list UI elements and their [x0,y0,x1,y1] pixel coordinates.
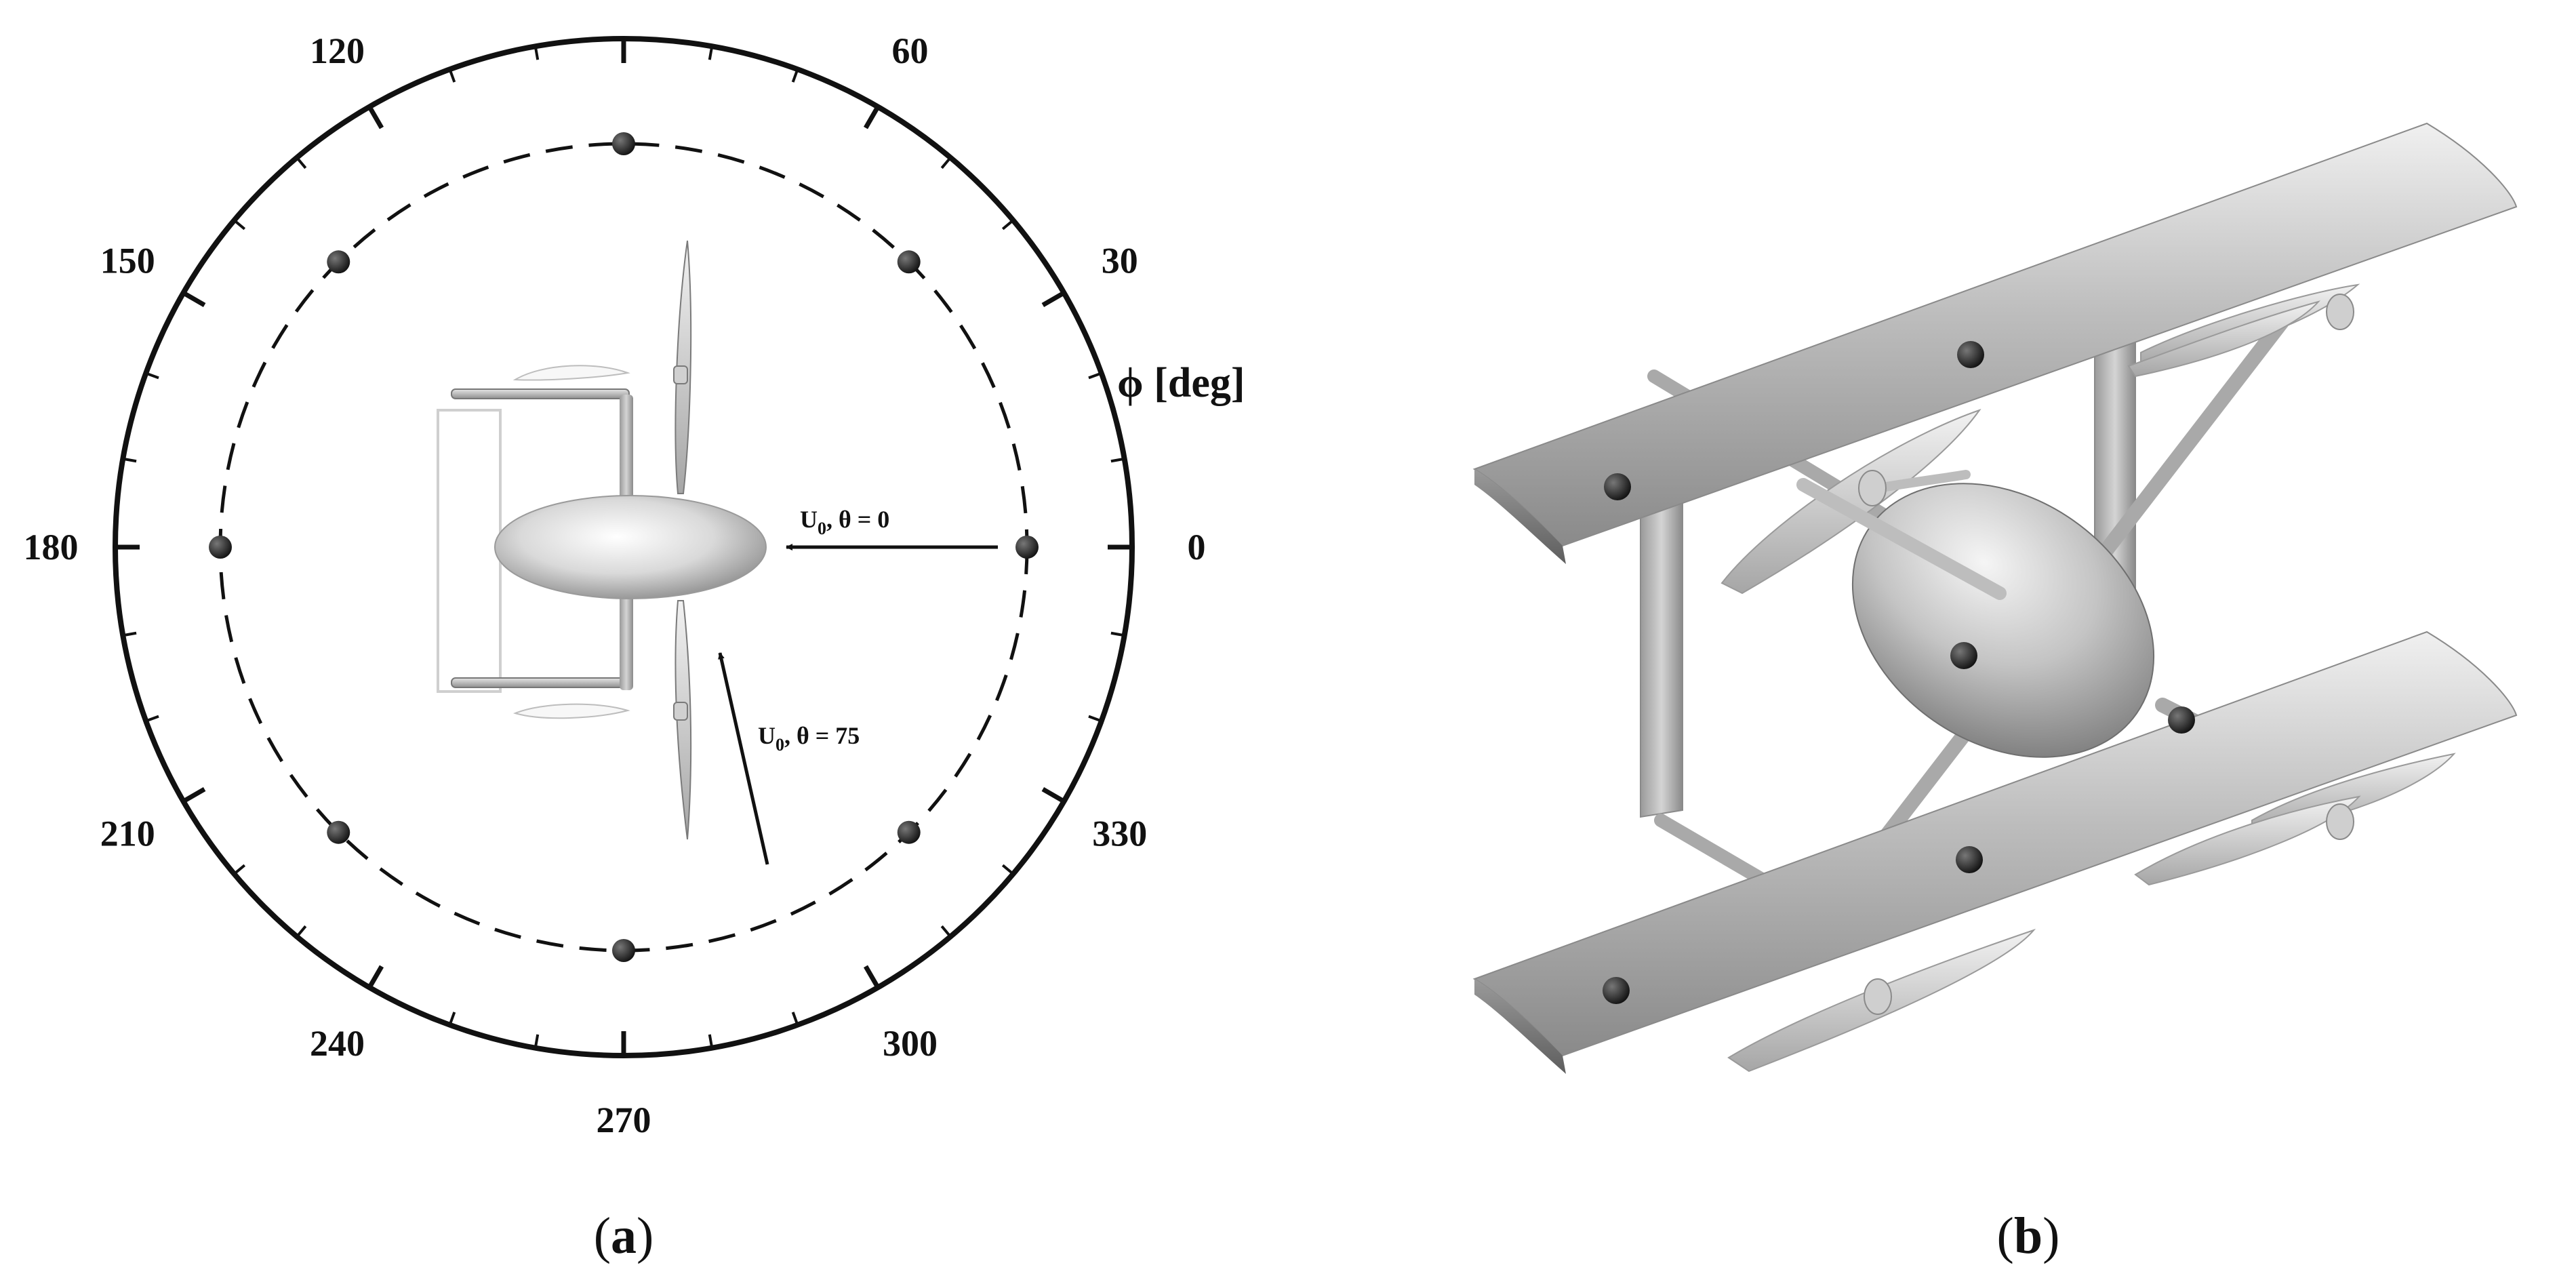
propeller-blade [1873,470,1971,493]
upper-wing [1472,122,2518,547]
upper-wing-leading-edge [1474,469,1566,564]
sensor-point [897,820,921,844]
caption-b: (b) [1997,1207,2060,1264]
sensor-point [209,536,232,559]
angle-tick-label: 240 [310,1023,365,1064]
angle-tick-label: 150 [100,241,155,281]
angle-tick-label: 30 [1102,241,1138,281]
upper-strut [620,395,633,508]
sensor-point [327,250,350,274]
angle-tick-marks [115,39,1132,1056]
propeller-blade [2127,300,2321,378]
minor-tick [708,46,714,60]
flow-label-theta-75: U0, θ = 75 [758,722,860,755]
propeller-hub [1858,470,1887,506]
major-tick [367,105,384,129]
sensor-point [2168,706,2195,734]
minor-tick [145,372,159,380]
minor-tick [123,457,137,463]
caption-a: (a) [594,1207,654,1264]
angle-tick-label: 180 [24,527,79,567]
left-vertical-strut [1640,473,1683,818]
microphone-sensor-points [209,132,1039,962]
minor-tick [940,925,952,938]
minor-tick [233,219,246,231]
lower-wing-section [512,703,630,719]
minor-tick [534,46,540,60]
sensor-point [612,132,635,155]
angle-tick-labels: 0306090120150180210240270300330 [24,31,1206,1140]
angle-tick-label: 120 [310,31,365,71]
sensor-point [1603,977,1630,1004]
phi-axis-label: ϕ [deg] [1117,360,1245,406]
lower-propeller-hub [673,702,688,721]
sensor-point [897,250,921,274]
minor-tick [296,925,307,938]
sensor-point [1950,642,1977,669]
minor-tick [940,157,952,169]
minor-tick [708,1034,714,1048]
lower-boom-rod [451,677,630,688]
propeller-blade [2134,795,2361,886]
minor-tick [145,715,159,723]
minor-tick [534,1034,540,1048]
minor-tick [296,157,307,169]
minor-tick [448,68,456,83]
panel-b-isometric-aircraft: (b) [1472,122,2518,1264]
fuselage [494,495,767,599]
angle-tick-label: 210 [100,814,155,854]
major-tick [1041,786,1066,804]
upper-wing-section [512,365,630,381]
sensor-point [1957,341,1984,368]
sensor-point [1604,473,1631,500]
tail-rod [1796,478,2007,600]
propeller-hub [2326,294,2354,330]
minor-tick [1110,457,1125,463]
flow-label-theta-0: U0, θ = 0 [800,506,889,538]
major-tick [863,965,881,989]
tail-frame [437,409,502,693]
major-tick [1041,290,1066,308]
lower-wing-leading-edge [1474,979,1566,1074]
panel-a-polar-diagram: 0306090120150180210240270300330 ϕ [deg] … [24,31,1245,1264]
propeller-hub [1864,978,1892,1015]
major-tick [182,290,206,308]
lower-strut [620,582,633,690]
sensor-point [1956,846,1983,873]
upper-propeller-hub [673,365,688,384]
minor-tick [1001,219,1014,231]
minor-tick [1088,372,1102,380]
minor-tick [233,864,246,875]
angle-tick-label: 300 [883,1023,938,1064]
minor-tick [123,631,137,637]
major-tick [863,105,881,129]
angle-tick-label: 270 [597,1100,651,1140]
minor-tick [448,1012,456,1026]
flow-arrow-theta-75 [718,652,769,865]
angle-tick-label: 60 [892,31,929,71]
minor-tick [1001,864,1014,875]
minor-tick [1110,631,1125,637]
minor-tick [791,1012,799,1026]
sensor-point [612,939,635,962]
angle-tick-label: 0 [1188,527,1206,567]
upper-boom-rod [451,388,630,399]
aircraft-side-view [437,240,767,840]
major-tick [367,965,384,989]
minor-tick [791,68,799,83]
propeller-blade [1720,409,1981,595]
sensor-point [1015,536,1039,559]
major-tick [182,786,206,804]
propeller-hub [2326,803,2354,840]
sensor-point [327,820,350,844]
minor-tick [1088,715,1102,723]
angle-tick-label: 330 [1092,814,1147,854]
